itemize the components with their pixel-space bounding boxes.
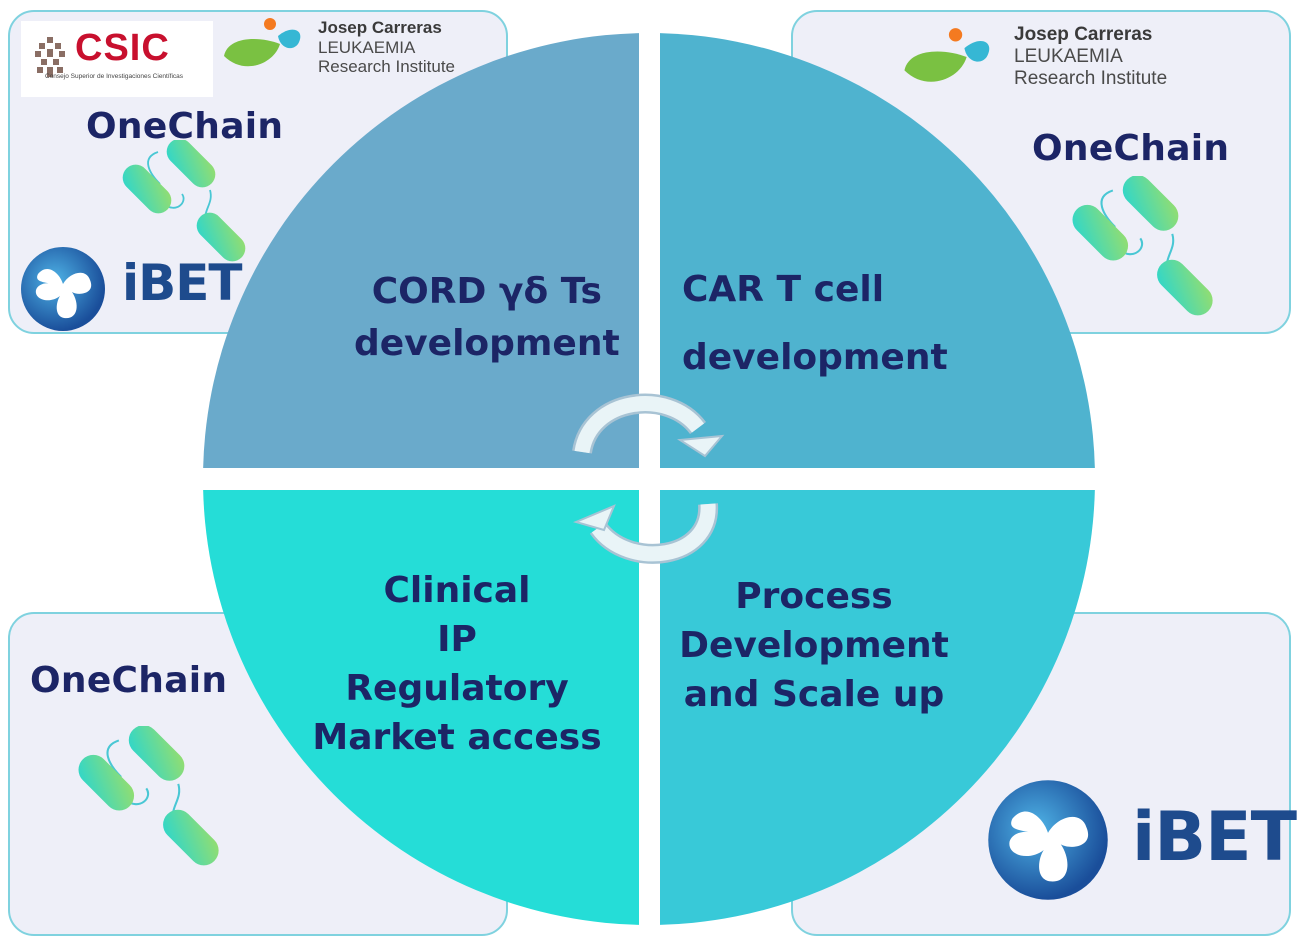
cycle-arrow-bottom-icon — [572, 503, 719, 564]
jc-name: Josep Carreras — [318, 18, 442, 37]
jc-research-institute-right: Research Institute — [1014, 67, 1168, 89]
jc-leukaemia: LEUKAEMIA — [318, 37, 416, 57]
josep-carreras-logo-icon-right — [904, 28, 990, 82]
quadrant-label-cord: CORD γδ Ts development — [354, 266, 620, 370]
jc-name-right: Josep Carreras — [1014, 24, 1153, 45]
josep-carreras-text-top-right: Josep Carreras LEUKAEMIA Research Instit… — [1014, 24, 1167, 90]
label-line: CORD γδ Ts — [371, 271, 602, 312]
quadrant-top-right — [660, 33, 1095, 468]
cycle-arrow-top-icon — [572, 393, 725, 458]
label-line: Process — [735, 576, 893, 617]
ibet-wordmark-bottom-right: iBET — [1132, 798, 1297, 877]
josep-carreras-text-top-left: Josep Carreras LEUKAEMIA Research Instit… — [318, 18, 455, 77]
label-line: development — [682, 337, 948, 378]
quadrant-top-left — [203, 33, 639, 468]
jc-leukaemia-right: LEUKAEMIA — [1014, 45, 1123, 67]
ibet-logo-icon — [21, 247, 105, 331]
csic-subtitle: Consejo Superior de Investigaciones Cien… — [45, 73, 184, 80]
label-line: Regulatory — [345, 668, 569, 709]
onechain-chain-icon — [122, 140, 246, 262]
csic-logo: CSIC Consejo Superior de Investigaciones… — [21, 21, 213, 97]
csic-wordmark: CSIC — [75, 27, 170, 69]
label-line: and Scale up — [683, 674, 945, 715]
josep-carreras-logo-icon — [224, 18, 301, 67]
quadrant-label-car-t: CAR T cell development — [682, 256, 948, 392]
onechain-chain-icon-right — [1072, 176, 1213, 316]
label-line: development — [354, 323, 620, 364]
onechain-title-bottom-left: OneChain — [30, 660, 228, 701]
label-line: Development — [679, 625, 949, 666]
label-line: Market access — [312, 717, 602, 758]
onechain-title-top-right: OneChain — [1032, 128, 1230, 169]
quadrant-label-clinical: Clinical IP Regulatory Market access — [290, 566, 624, 762]
ibet-wordmark-top-left: iBET — [122, 254, 243, 312]
label-line: Clinical — [383, 570, 531, 611]
jc-research-institute: Research Institute — [318, 57, 456, 77]
label-line: IP — [437, 619, 477, 660]
label-line: CAR T cell — [682, 269, 885, 310]
csic-emblem-icon — [35, 37, 65, 77]
ibet-logo-icon-large — [988, 780, 1108, 900]
onechain-chain-icon-bottom — [78, 726, 219, 866]
quadrant-label-process: Process Development and Scale up — [672, 572, 956, 719]
quadrant-bottom-left — [203, 490, 639, 925]
quadrant-bottom-right — [660, 490, 1095, 925]
